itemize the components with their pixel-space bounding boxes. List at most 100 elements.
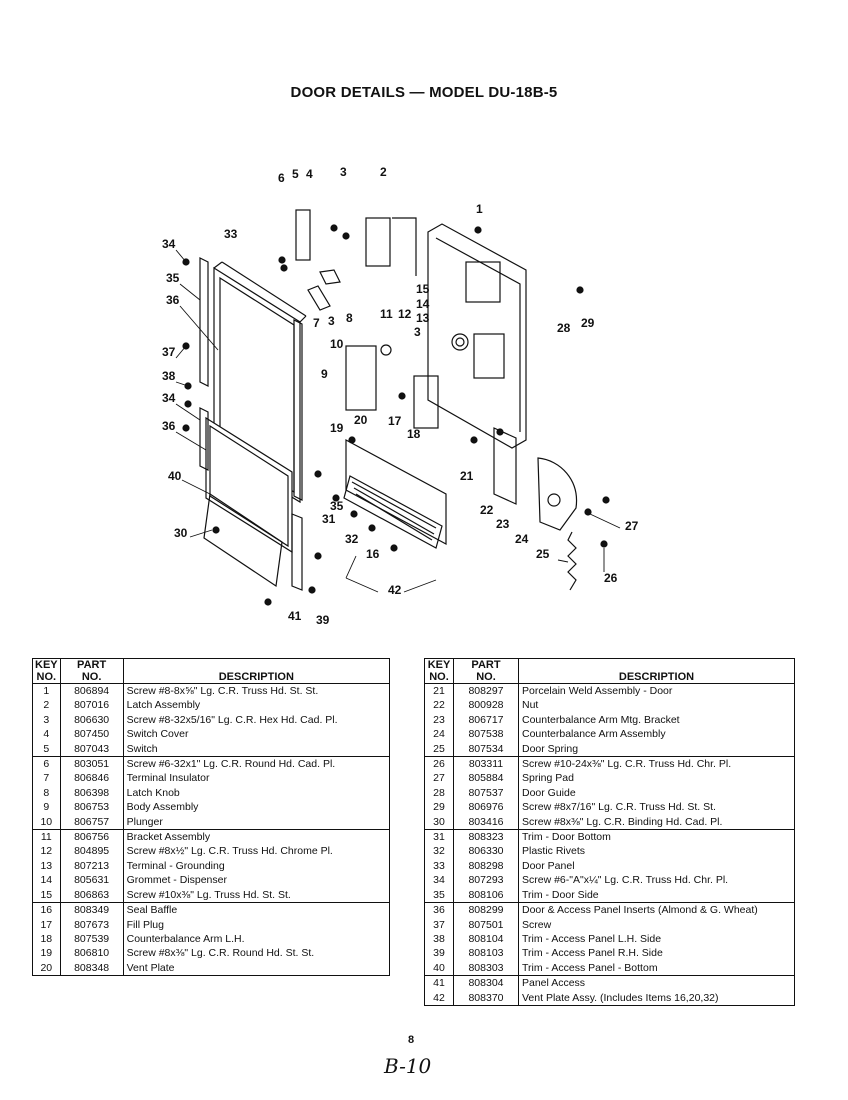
- callout-31: 31: [322, 512, 336, 526]
- key-no-cell: 32: [424, 844, 454, 859]
- key-no-cell: 9: [32, 800, 61, 815]
- key-no-cell: 1: [32, 683, 61, 699]
- part-no-cell: 805631: [59, 873, 124, 888]
- part-no-cell: 807539: [59, 931, 124, 947]
- part-no-cell: 807450: [59, 727, 124, 742]
- callout-20: 20: [354, 413, 368, 427]
- part-no-cell: 808104: [453, 931, 519, 947]
- description-cell: Door Guide: [518, 785, 795, 801]
- description-cell: Screw #8x⅜" Lg. C.R. Binding Hd. Cad. Pl…: [518, 814, 795, 830]
- leader-lines: [175, 249, 621, 593]
- callout-29: 29: [581, 316, 595, 330]
- key-no-cell: 28: [424, 785, 454, 801]
- callout-27: 27: [625, 519, 639, 533]
- key-no-cell: 10: [32, 814, 61, 830]
- part-no-cell: 803416: [453, 814, 519, 830]
- description-cell: Door Spring: [518, 741, 795, 757]
- key-no-cell: 41: [424, 975, 454, 991]
- part-no-cell: 808103: [453, 946, 519, 961]
- description-cell: Terminal - Grounding: [122, 858, 391, 874]
- callout-35: 35: [166, 271, 180, 285]
- callout-19: 19: [330, 421, 344, 435]
- part-no-cell: 808106: [453, 887, 519, 903]
- key-no-cell: 40: [424, 960, 454, 976]
- part-no-cell: 808323: [453, 829, 519, 845]
- key-no-cell: 5: [32, 741, 61, 757]
- description-cell: Counterbalance Arm L.H.: [122, 931, 391, 947]
- description-cell: Fill Plug: [122, 917, 391, 932]
- key-no-cell: 38: [424, 931, 454, 947]
- description-cell: Terminal Insulator: [122, 771, 391, 786]
- callout-4: 4: [306, 167, 313, 181]
- callout-14: 14: [416, 297, 430, 311]
- part-no-cell: 808303: [453, 960, 519, 976]
- key-no-cell: 17: [32, 917, 61, 932]
- part-no-cell: 806717: [453, 712, 519, 728]
- key-no-cell: 25: [424, 741, 454, 757]
- part-no-cell: 806894: [59, 683, 124, 699]
- page-number: 8: [408, 1034, 415, 1046]
- key-no-cell: 12: [32, 844, 61, 859]
- key-no-cell: 35: [424, 887, 454, 903]
- callout-38: 38: [162, 369, 176, 383]
- part-no-cell: 806846: [59, 771, 124, 786]
- description-cell: Trim - Door Side: [518, 887, 795, 903]
- key-no-cell: 8: [32, 785, 61, 801]
- latch-parts-drawing: [295, 209, 469, 411]
- part-no-cell: 808348: [59, 960, 124, 977]
- callout-2: 2: [380, 165, 387, 179]
- description-cell: Counterbalance Arm Assembly: [518, 727, 795, 742]
- callout-26: 26: [604, 571, 618, 585]
- callout-34: 34: [162, 237, 176, 251]
- description-cell: Seal Baffle: [122, 902, 391, 918]
- part-no-cell: 807213: [59, 858, 124, 874]
- key-no-cell: 15: [32, 887, 61, 903]
- key-no-cell: 19: [32, 946, 61, 961]
- callout-24: 24: [515, 532, 529, 546]
- vent-plate-drawing: [343, 438, 447, 549]
- callout-17: 17: [388, 414, 402, 428]
- page-title: DOOR DETAILS — MODEL DU-18B-5: [290, 84, 558, 101]
- callout-36: 36: [166, 293, 180, 307]
- description-cell: Trim - Access Panel L.H. Side: [518, 931, 795, 947]
- part-no-cell: 803311: [453, 756, 519, 772]
- description-cell: Switch Cover: [122, 727, 391, 742]
- description-cell: Spring Pad: [518, 771, 795, 786]
- description-cell: Porcelain Weld Assembly - Door: [518, 683, 795, 699]
- part-no-cell: 808304: [453, 975, 519, 991]
- description-cell: Panel Access: [518, 975, 795, 991]
- description-cell: Screw #6-32x1" Lg. C.R. Round Hd. Cad. P…: [122, 756, 391, 772]
- callout-12: 12: [398, 307, 412, 321]
- key-no-cell: 26: [424, 756, 454, 772]
- key-no-cell: 33: [424, 858, 454, 874]
- key-no-cell: 34: [424, 873, 454, 888]
- part-no-cell: 808299: [453, 902, 519, 918]
- callout-3: 3: [414, 325, 421, 339]
- callout-22: 22: [480, 503, 494, 517]
- callout-10: 10: [330, 337, 344, 351]
- key-no-cell: 37: [424, 917, 454, 932]
- description-cell: Latch Assembly: [122, 698, 391, 713]
- description-cell: Trim - Access Panel - Bottom: [518, 960, 795, 976]
- part-no-cell: 806863: [59, 887, 124, 903]
